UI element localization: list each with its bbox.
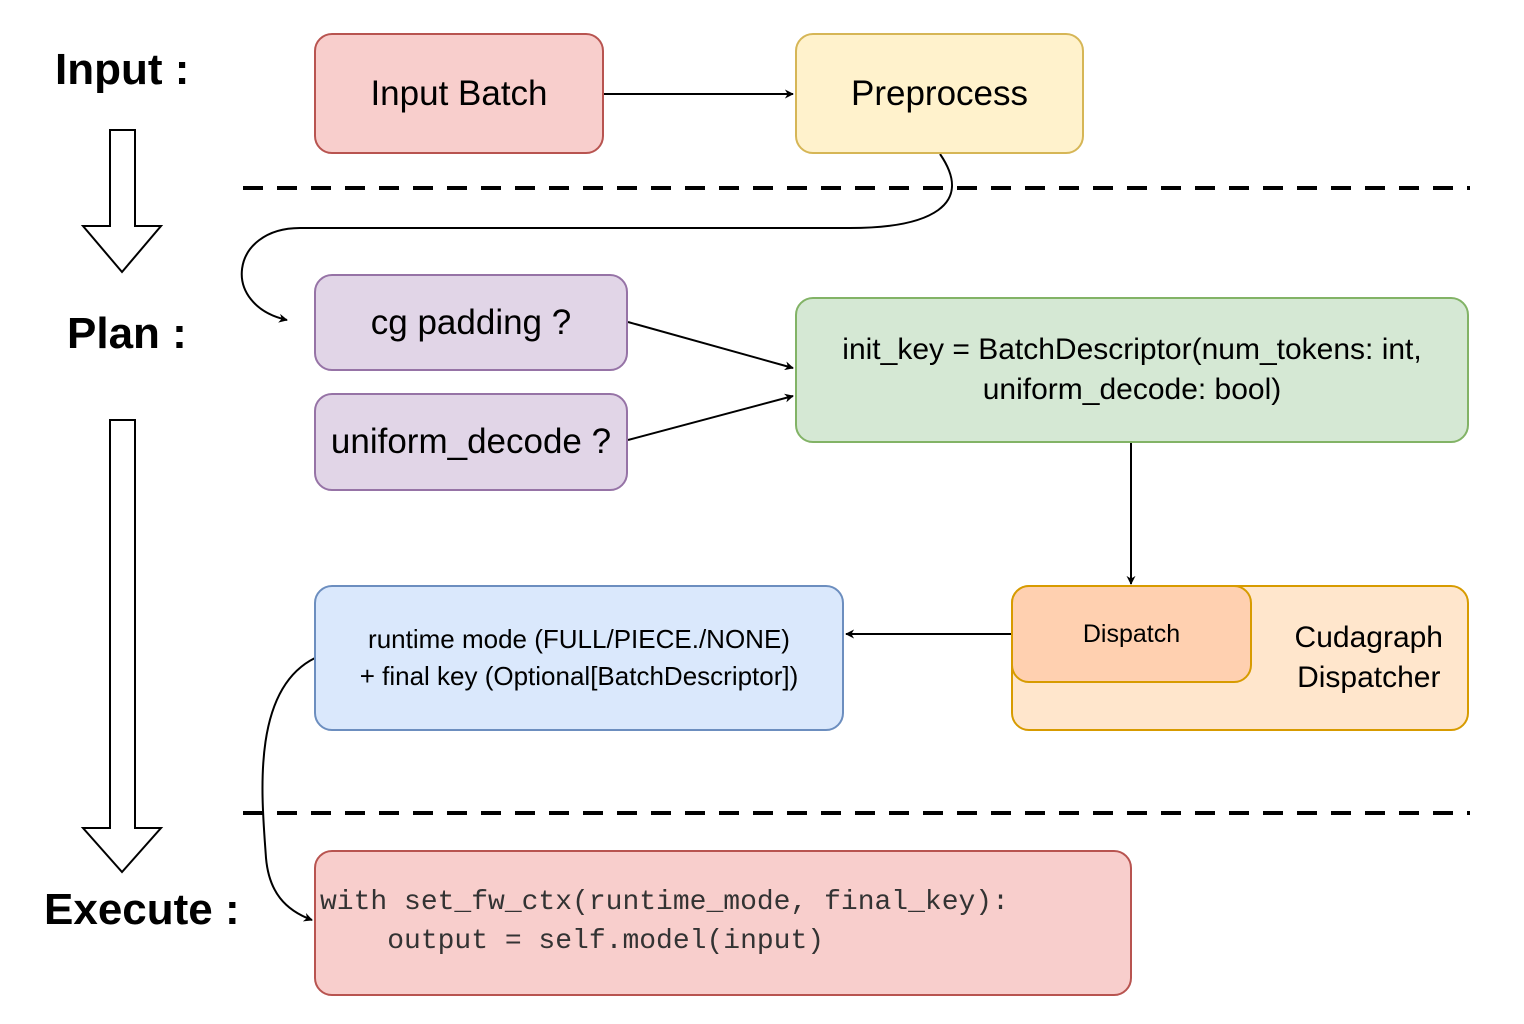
- edge-preprocess-to-cg-padding: [240, 153, 953, 323]
- node-preprocess: Preprocess: [795, 33, 1084, 154]
- node-preprocess-label: Preprocess: [850, 73, 1029, 113]
- stage-label-plan: Plan :: [67, 309, 187, 358]
- node-runtime-mode: runtime mode (FULL/PIECE./NONE) + final …: [314, 585, 844, 731]
- node-cg-padding-label: cg padding ?: [370, 302, 572, 342]
- edge-cg-padding-to-init-key: [627, 321, 794, 371]
- stage-arrow-input-to-plan: [80, 129, 164, 274]
- stage-label-input: Input :: [55, 45, 190, 94]
- node-cg-padding: cg padding ?: [314, 274, 628, 371]
- node-execute-code-text: with set_fw_ctx(runtime_mode, final_key)…: [320, 887, 1009, 957]
- stage-arrow-plan-to-execute: [80, 419, 164, 874]
- node-input-batch-label: Input Batch: [370, 73, 548, 113]
- node-dispatch: Dispatch: [1011, 585, 1252, 683]
- node-init-key-label: init_key = BatchDescriptor(num_tokens: i…: [842, 333, 1422, 406]
- node-runtime-mode-label: runtime mode (FULL/PIECE./NONE) + final …: [359, 624, 799, 691]
- node-cudagraph-dispatcher-label: Cudagraph Dispatcher: [1294, 620, 1443, 695]
- edge-uniform-decode-to-init-key: [627, 393, 794, 441]
- node-dispatch-label: Dispatch: [1082, 619, 1181, 648]
- node-uniform-decode-label: uniform_decode ?: [330, 422, 612, 461]
- node-init-key: init_key = BatchDescriptor(num_tokens: i…: [795, 297, 1469, 443]
- node-uniform-decode: uniform_decode ?: [314, 393, 628, 491]
- stage-label-execute: Execute :: [44, 885, 240, 934]
- node-execute-code: with set_fw_ctx(runtime_mode, final_key)…: [314, 850, 1132, 996]
- edge-runtime-mode-to-execute: [261, 657, 316, 922]
- node-input-batch: Input Batch: [314, 33, 604, 154]
